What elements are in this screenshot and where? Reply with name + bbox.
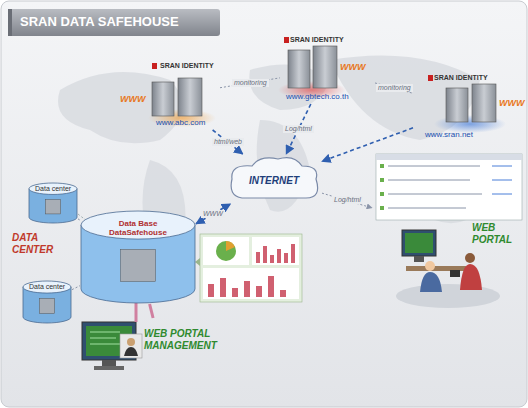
connector xyxy=(196,204,230,224)
node-text: WWW xyxy=(120,94,145,104)
web-portal: WEB PORTAL xyxy=(372,150,522,310)
node-text: WEB PORTAL MANAGEMENT xyxy=(144,328,240,351)
edge-label: html/web xyxy=(212,138,244,146)
node-text: SRAN IDENTITY xyxy=(434,74,488,82)
node-text: www.abc.com xyxy=(156,118,205,127)
database-cylinder: Data Base DataSafehouse xyxy=(80,210,196,304)
edge-label: monitoring xyxy=(232,79,269,87)
node-text: www.sran.net xyxy=(425,130,473,139)
node-text: INTERNET xyxy=(249,175,299,187)
edge-label: Log/html xyxy=(283,125,314,133)
web-server: SRAN IDENTITY WWW www.gbtech.co.th xyxy=(280,36,375,104)
web-server: SRAN IDENTITY WWW www.sran.net xyxy=(413,74,521,142)
node-text: WWW xyxy=(340,62,365,72)
node-text: SRAN IDENTITY xyxy=(290,36,344,44)
edge-label: Log/html xyxy=(332,196,363,204)
title-text: SRAN DATA SAFEHOUSE xyxy=(20,15,179,30)
data-center-cylinder: Data center xyxy=(28,182,78,224)
connector xyxy=(72,286,80,290)
data-center-cylinder: Data center xyxy=(22,280,72,324)
node-text: www.gbtech.co.th xyxy=(286,92,349,101)
node-text: WWW xyxy=(499,98,524,108)
node-text: SRAN IDENTITY xyxy=(160,62,214,70)
internet-cloud: INTERNET xyxy=(226,154,322,204)
connector xyxy=(150,304,153,318)
web-server: SRAN IDENTITY WWW www.abc.com xyxy=(120,62,220,130)
node-text: Data Base DataSafehouse xyxy=(100,219,176,237)
node-text: WEB PORTAL xyxy=(472,222,520,245)
node-text: Data center xyxy=(35,185,71,193)
connector xyxy=(78,219,80,220)
free-label: DATA CENTER xyxy=(12,232,70,255)
connector xyxy=(220,78,280,88)
connector xyxy=(322,193,372,208)
portal-management: WEB PORTAL MANAGEMENT xyxy=(80,318,240,374)
node-text: Data center xyxy=(29,283,65,291)
connector xyxy=(322,128,413,161)
edge-label: monitoring xyxy=(376,84,413,92)
connector xyxy=(375,83,413,93)
edge-label: WWW xyxy=(201,210,225,218)
